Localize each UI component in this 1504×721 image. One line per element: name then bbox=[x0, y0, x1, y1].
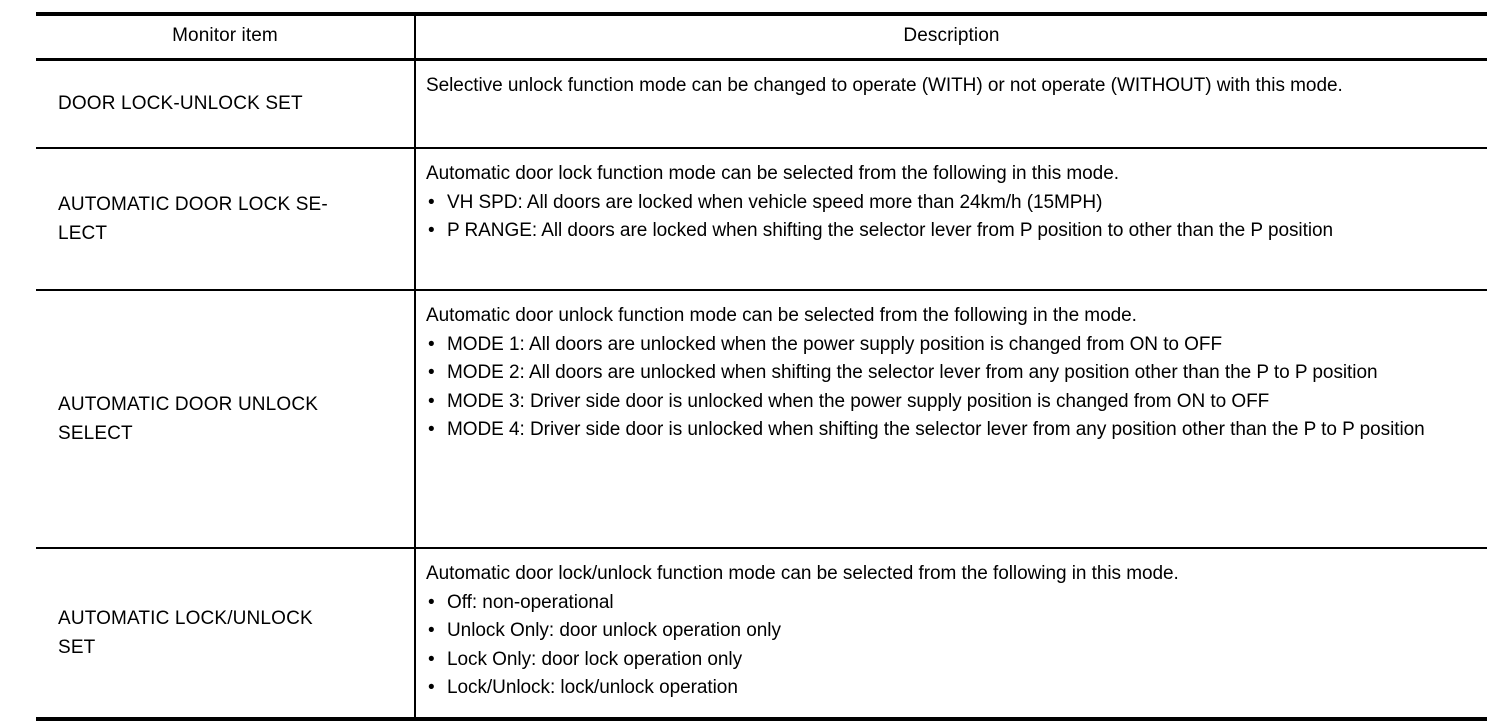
bullet-icon: • bbox=[428, 390, 435, 412]
bullet-icon: • bbox=[428, 362, 435, 383]
list-item-text: Lock Only: door lock operation only bbox=[447, 648, 743, 670]
list-item-text: MODE 2: All doors are unlocked when shif… bbox=[447, 362, 1378, 383]
list-item: • MODE 3: Driver side door is unlocked w… bbox=[426, 388, 1471, 417]
monitor-item-cell: AUTOMATIC LOCK/UNLOCK SET bbox=[36, 548, 416, 721]
list-item: • Off: non-operational bbox=[426, 589, 1471, 618]
description-bullet-list: • Off: non-operational • Unlock Only: do… bbox=[426, 589, 1471, 703]
list-item: • Lock Only: door lock operation only bbox=[426, 646, 1471, 675]
list-item-text: Unlock Only: door unlock operation only bbox=[447, 620, 781, 641]
monitor-item-cell: AUTOMATIC DOOR UNLOCK SELECT bbox=[36, 290, 416, 549]
list-item: • P RANGE: All doors are locked when shi… bbox=[426, 217, 1471, 246]
description-lead-text: Automatic door lock function mode can be… bbox=[426, 163, 1119, 184]
monitor-item-label-line: AUTOMATIC LOCK/UNLOCK bbox=[58, 607, 313, 629]
table-header: Monitor item Description bbox=[36, 12, 1487, 61]
list-item-text: MODE 1: All doors are unlocked when the … bbox=[447, 333, 1223, 355]
list-item-text: P RANGE: All doors are locked when shift… bbox=[447, 220, 1334, 241]
table-header-row: Monitor item Description bbox=[36, 12, 1487, 61]
description-lead-text: Selective unlock function mode can be ch… bbox=[426, 75, 1343, 96]
description-bullet-list: • VH SPD: All doors are locked when vehi… bbox=[426, 189, 1471, 246]
description-lead-text: Automatic door lock/unlock function mode… bbox=[426, 563, 1179, 584]
table-row: AUTOMATIC DOOR LOCK SE- LECT Automatic d… bbox=[36, 148, 1487, 291]
description-lead-text: Automatic door unlock function mode can … bbox=[426, 305, 1137, 326]
bullet-icon: • bbox=[428, 220, 435, 241]
monitor-item-label-line: AUTOMATIC DOOR UNLOCK bbox=[58, 393, 319, 415]
monitor-item-label-line: DOOR LOCK-UNLOCK SET bbox=[58, 93, 303, 115]
table-body: DOOR LOCK-UNLOCK SET Selective unlock fu… bbox=[36, 59, 1487, 721]
monitor-item-description-table: Monitor item Description DOOR LOCK-UNLOC… bbox=[36, 12, 1487, 721]
list-item-text: Off: non-operational bbox=[447, 591, 614, 613]
table-row: AUTOMATIC DOOR UNLOCK SELECT Automatic d… bbox=[36, 290, 1487, 549]
description-cell: Automatic door unlock function mode can … bbox=[415, 290, 1487, 549]
bullet-icon: • bbox=[428, 191, 435, 213]
column-header-monitor-item: Monitor item bbox=[36, 12, 416, 61]
bullet-icon: • bbox=[428, 648, 435, 670]
bullet-icon: • bbox=[428, 591, 435, 613]
list-item-text: MODE 4: Driver side door is unlocked whe… bbox=[447, 419, 1425, 440]
monitor-item-cell: AUTOMATIC DOOR LOCK SE- LECT bbox=[36, 148, 416, 291]
list-item: • Lock/Unlock: lock/unlock operation bbox=[426, 674, 1471, 703]
description-cell: Automatic door lock function mode can be… bbox=[415, 148, 1487, 291]
list-item-text: Lock/Unlock: lock/unlock operation bbox=[447, 677, 738, 698]
monitor-item-label-line: SET bbox=[58, 637, 96, 658]
description-cell: Automatic door lock/unlock function mode… bbox=[415, 548, 1487, 721]
list-item: • MODE 2: All doors are unlocked when sh… bbox=[426, 359, 1471, 388]
bullet-icon: • bbox=[428, 419, 435, 440]
document-page: Monitor item Description DOOR LOCK-UNLOC… bbox=[36, 12, 1487, 721]
list-item-text: MODE 3: Driver side door is unlocked whe… bbox=[447, 390, 1270, 412]
table-row: AUTOMATIC LOCK/UNLOCK SET Automatic door… bbox=[36, 548, 1487, 721]
list-item-text: VH SPD: All doors are locked when vehicl… bbox=[447, 191, 1103, 213]
bullet-icon: • bbox=[428, 620, 435, 641]
list-item: • Unlock Only: door unlock operation onl… bbox=[426, 617, 1471, 646]
list-item: • VH SPD: All doors are locked when vehi… bbox=[426, 189, 1471, 218]
column-header-description: Description bbox=[415, 12, 1487, 61]
bullet-icon: • bbox=[428, 333, 435, 355]
list-item: • MODE 4: Driver side door is unlocked w… bbox=[426, 416, 1471, 445]
monitor-item-label-line: LECT bbox=[58, 223, 108, 244]
list-item: • MODE 1: All doors are unlocked when th… bbox=[426, 331, 1471, 360]
monitor-item-cell: DOOR LOCK-UNLOCK SET bbox=[36, 59, 416, 149]
monitor-item-label-line: SELECT bbox=[58, 423, 133, 444]
monitor-item-label-line: AUTOMATIC DOOR LOCK SE- bbox=[58, 193, 328, 215]
table-row: DOOR LOCK-UNLOCK SET Selective unlock fu… bbox=[36, 59, 1487, 149]
bullet-icon: • bbox=[428, 677, 435, 698]
description-bullet-list: • MODE 1: All doors are unlocked when th… bbox=[426, 331, 1471, 445]
description-cell: Selective unlock function mode can be ch… bbox=[415, 59, 1487, 149]
